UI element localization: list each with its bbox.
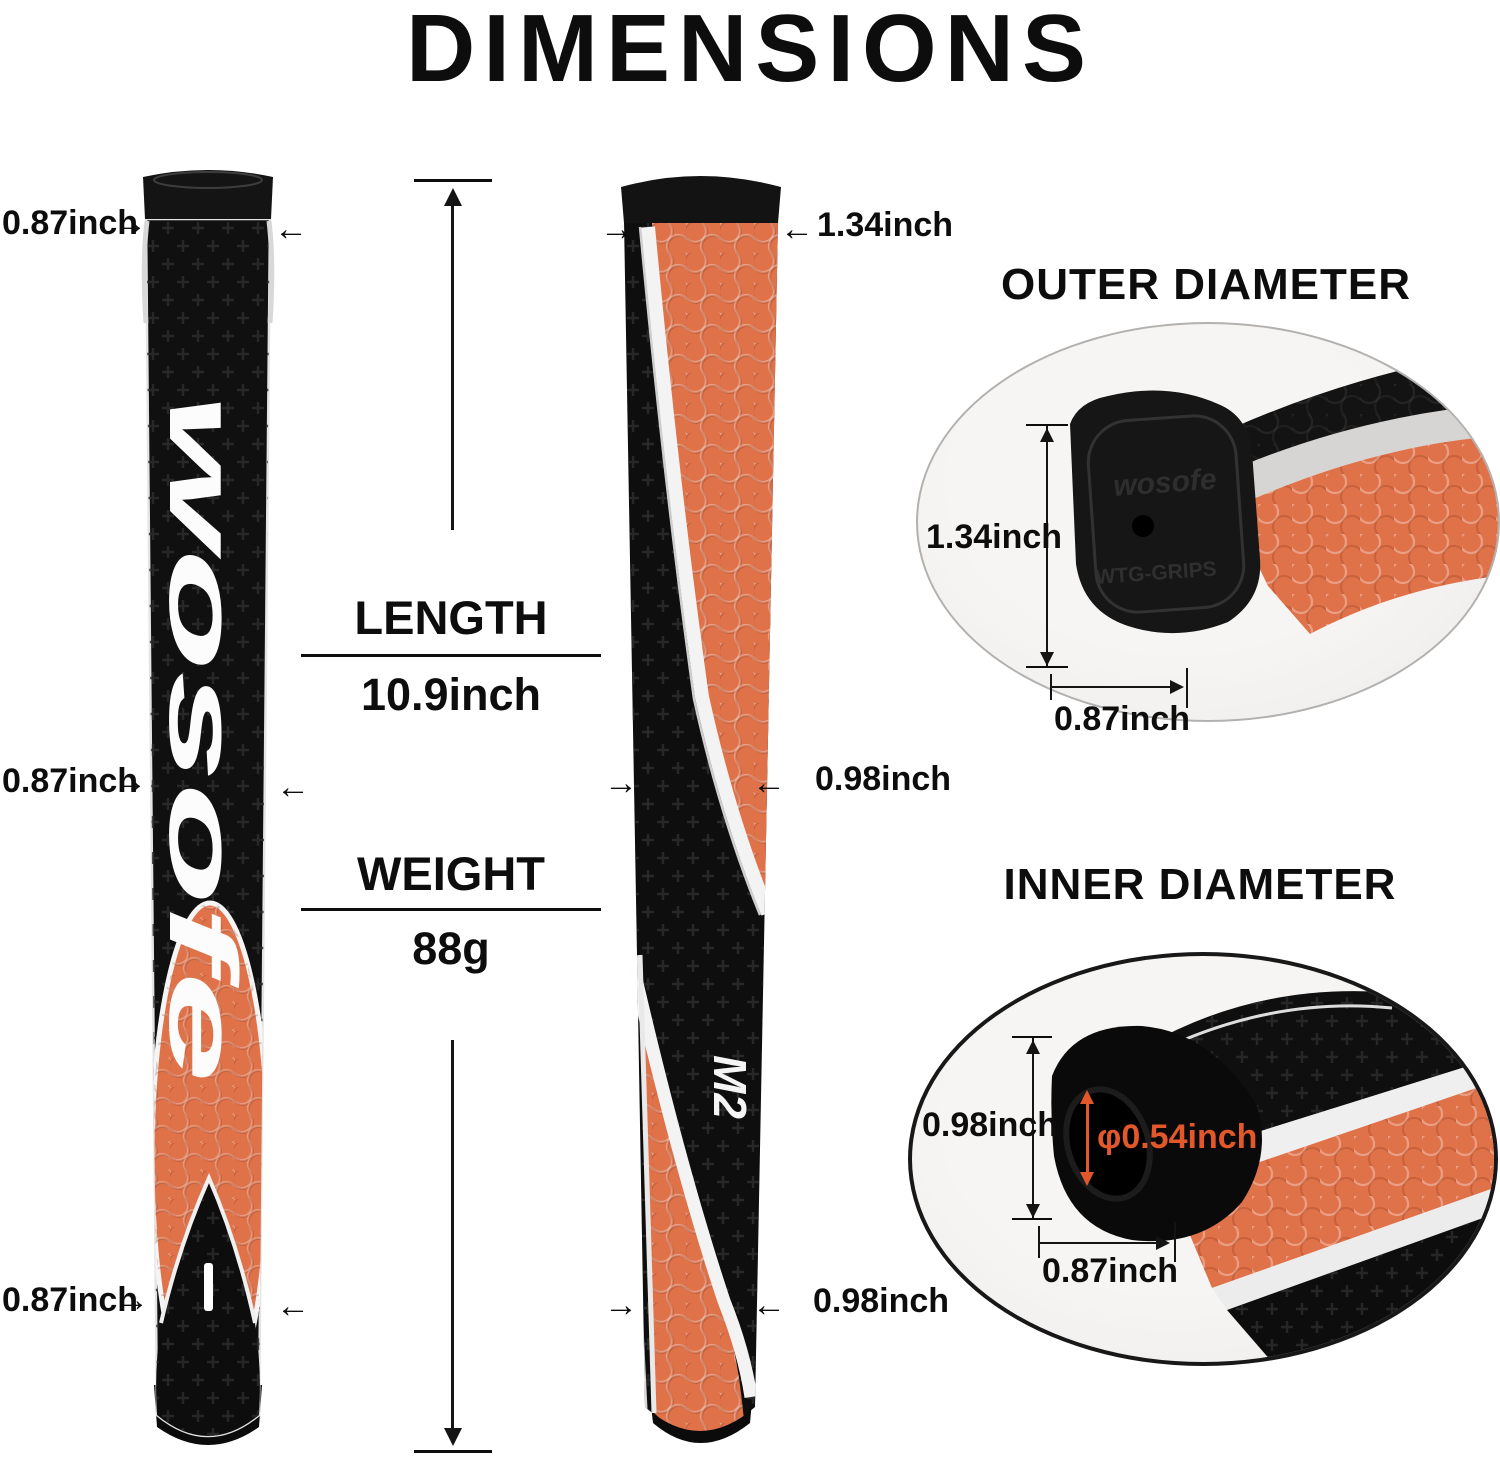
length-dim-line-top [451,204,454,530]
weight-value: 88g [412,923,490,974]
left-grip-alignment-slot [204,1263,213,1311]
arrow-right-icon: → [113,762,147,800]
inner-height-bottom-bar [1012,1218,1052,1220]
length-value: 10.9inch [360,669,542,720]
page-title: DIMENSIONS [405,0,1095,102]
inner-width-left-tick [1038,1226,1040,1258]
right-grip-model-text: M2 [704,1055,756,1119]
inner-height-line [1032,1038,1034,1220]
left-grip-top-width-label: 0.87inch [2,204,139,242]
length-dim-top-bar [414,179,492,182]
right-grip-top-cap [621,176,781,223]
arrow-left-icon: ← [276,1287,310,1325]
arrow-right-icon [1156,1236,1170,1250]
inner-height-label: 0.98inch [922,1106,1059,1144]
outer-height-top-bar [1026,424,1068,426]
left-grip-bottom-width-label: 0.87inch [2,1281,139,1319]
arrow-right-icon: → [604,764,638,802]
outer-grip-end-cap [1070,390,1261,634]
arrow-right-icon: → [115,1281,149,1319]
left-grip-top-cap [143,170,273,219]
inner-height-top-bar [1012,1036,1052,1038]
arrow-up-icon [1026,1040,1040,1054]
inner-diameter-heading: INNER DIAMETER [1003,860,1397,909]
weight-underline [301,908,601,911]
outer-cap-brand-text: wosofe [1112,463,1217,503]
outer-height-label: 1.34inch [926,518,1063,556]
outer-cap-hole [1132,515,1154,537]
arrow-down-icon [1040,652,1054,666]
arrow-left-icon: ← [780,210,814,248]
bore-diameter-label: φ0.54inch [1097,1118,1258,1156]
bore-dim-line [1086,1100,1089,1176]
outer-diameter-heading: OUTER DIAMETER [1001,260,1411,309]
right-grip-bottom-width-label: 0.98inch [813,1282,950,1320]
inner-width-line [1040,1242,1160,1244]
outer-height-bottom-bar [1026,666,1068,668]
length-label: LENGTH [354,591,548,644]
right-grip-mid-width-label: 0.98inch [815,760,952,798]
arrow-right-icon: → [113,204,147,242]
outer-width-line [1052,686,1178,688]
left-grip-illustration: wosofe [141,170,275,1445]
length-dim-line-bottom [451,1040,454,1428]
length-dim-bottom-bar [414,1450,492,1453]
arrow-right-icon: → [604,1286,638,1324]
outer-width-right-tick [1186,668,1188,708]
length-underline [301,654,601,657]
outer-height-line [1046,426,1048,668]
arrow-up-icon [1080,1090,1094,1104]
outer-diameter-photo: wosofe WTG-GRIPS [916,322,1500,722]
arrow-down-icon [444,1428,462,1446]
arrow-down-icon [1080,1172,1094,1186]
left-grip-brand-text: wosofe [149,393,256,1083]
arrow-right-icon: → [600,210,634,248]
outer-width-left-tick [1050,674,1052,700]
arrow-down-icon [1026,1204,1040,1218]
arrow-left-icon: ← [752,764,786,802]
arrow-up-icon [444,188,462,206]
right-grip-illustration: M2 [621,176,781,1443]
outer-width-label: 0.87inch [1054,700,1191,738]
inner-width-label: 0.87inch [1042,1252,1179,1290]
arrow-right-icon [1170,680,1184,694]
arrow-left-icon: ← [274,210,308,248]
inner-width-right-tick [1174,1222,1176,1262]
left-grip-mid-width-label: 0.87inch [2,762,139,800]
arrow-left-icon: ← [752,1286,786,1324]
arrow-up-icon [1040,428,1054,442]
arrow-left-icon: ← [276,768,310,806]
weight-label: WEIGHT [357,847,545,900]
inner-diameter-photo [908,952,1498,1366]
right-grip-top-width-label: 1.34inch [817,206,954,244]
